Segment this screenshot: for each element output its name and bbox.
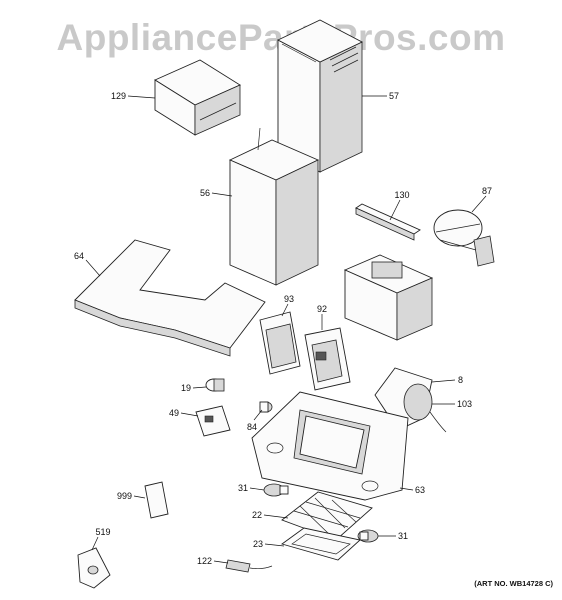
part-64-top-panel	[74, 239, 266, 357]
part-87-damper	[433, 209, 495, 267]
callout-31-left: 31	[238, 483, 248, 493]
part-999-manual	[144, 481, 169, 519]
part-31-latch-right	[357, 529, 379, 543]
callout-8: 8	[458, 375, 463, 385]
part-519-control-box	[77, 547, 111, 589]
callout-519: 519	[95, 527, 110, 537]
callout-49: 49	[169, 408, 179, 418]
callout-92: 92	[317, 304, 327, 314]
part-92-switch-assembly	[304, 327, 351, 391]
part-84-connector	[259, 401, 273, 413]
part-122-cord	[225, 559, 273, 573]
callout-103: 103	[457, 399, 472, 409]
callout-84: 84	[247, 422, 257, 432]
part-31-latch-left	[263, 483, 289, 497]
part-23-filter-frame	[280, 527, 361, 561]
part-19-bulb	[205, 378, 225, 392]
leader-lines	[85, 95, 487, 564]
callout-122: 122	[197, 556, 212, 566]
callout-93: 93	[284, 294, 294, 304]
callout-999: 999	[117, 491, 132, 501]
callout-64: 64	[74, 251, 84, 261]
callout-31-right: 31	[398, 531, 408, 541]
part-57-upper-chimney	[276, 19, 364, 173]
part-56-lower-chimney	[228, 127, 320, 286]
callout-22: 22	[252, 510, 262, 520]
art-number: (ART NO. WB14728 C)	[474, 579, 553, 588]
blower-housing	[343, 254, 434, 341]
callout-63: 63	[415, 485, 425, 495]
part-49-module	[195, 405, 231, 437]
part-93-control-board	[259, 311, 301, 375]
part-8-blower-wheel	[374, 367, 447, 433]
callout-57: 57	[389, 91, 399, 101]
callout-129: 129	[111, 91, 126, 101]
callout-130: 130	[394, 190, 409, 200]
callout-56: 56	[200, 188, 210, 198]
callout-19: 19	[181, 383, 191, 393]
callout-87: 87	[482, 186, 492, 196]
part-130-bracket	[355, 203, 421, 241]
callout-labels: 129 57 56 130 87 64 93 92 19 8 49 84 103…	[74, 91, 492, 566]
callout-23: 23	[253, 539, 263, 549]
part-63-hood-pan	[251, 391, 409, 501]
part-129-box	[154, 59, 241, 136]
